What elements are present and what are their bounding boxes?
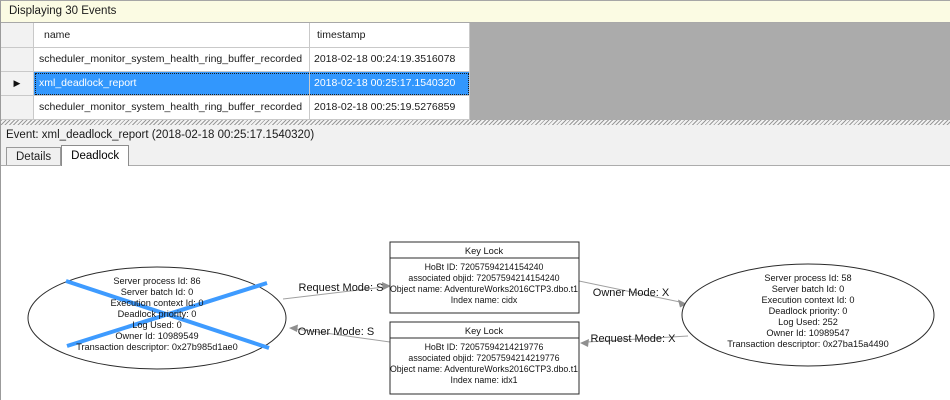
event-name-cell[interactable]: scheduler_monitor_system_health_ring_buf… bbox=[34, 48, 310, 72]
resource-line: Object name: AdventureWorks2016CTP3.dbo.… bbox=[390, 284, 578, 294]
edge-label: Owner Mode: S bbox=[298, 326, 374, 338]
table-row[interactable]: scheduler_monitor_system_health_ring_buf… bbox=[1, 48, 950, 72]
deadlock-graph-pane: Request Mode: S Owner Mode: S Owner Mode… bbox=[1, 166, 950, 400]
resource-line: Object name: AdventureWorks2016CTP3.dbo.… bbox=[390, 364, 578, 374]
deadlock-graph: Request Mode: S Owner Mode: S Owner Mode… bbox=[27, 241, 935, 395]
process-node[interactable]: Server process Id: 58 Server batch Id: 0… bbox=[681, 263, 935, 367]
edge-request-mode-s: Request Mode: S bbox=[282, 282, 391, 300]
events-count-bar: Displaying 30 Events bbox=[1, 1, 950, 23]
tab-deadlock[interactable]: Deadlock bbox=[61, 145, 130, 166]
process-line: Transaction descriptor: 0x27b985d1ae0 bbox=[76, 342, 238, 352]
events-grid: name timestamp scheduler_monitor_system_… bbox=[1, 23, 950, 120]
event-name-cell[interactable]: xml_deadlock_report bbox=[34, 72, 310, 96]
current-row-marker-icon: ▶ bbox=[13, 78, 21, 88]
edge-owner-mode-s: Owner Mode: S bbox=[289, 324, 391, 343]
detail-tabstrip: Details Deadlock bbox=[1, 145, 950, 166]
edge-label: Request Mode: X bbox=[591, 333, 677, 345]
row-selector-cell[interactable] bbox=[1, 48, 34, 72]
process-line: Transaction descriptor: 0x27ba15a4490 bbox=[727, 339, 889, 349]
event-name-cell[interactable]: scheduler_monitor_system_health_ring_buf… bbox=[34, 96, 310, 120]
edge-request-mode-x: Request Mode: X bbox=[580, 333, 689, 347]
horizontal-splitter[interactable] bbox=[1, 120, 950, 125]
edge-label: Owner Mode: X bbox=[593, 287, 670, 299]
events-count-text: Displaying 30 Events bbox=[9, 5, 117, 17]
table-row[interactable]: scheduler_monitor_system_health_ring_buf… bbox=[1, 96, 950, 120]
edge-label: Request Mode: S bbox=[299, 282, 384, 294]
column-header-name[interactable]: name bbox=[34, 23, 310, 48]
process-line: Execution context Id: 0 bbox=[111, 298, 204, 308]
resource-line: HoBt ID: 72057594214154240 bbox=[425, 262, 544, 272]
resource-line: Index name: idx1 bbox=[451, 375, 518, 385]
process-line: Owner Id: 10989547 bbox=[766, 328, 849, 338]
event-timestamp-cell[interactable]: 2018-02-18 00:24:19.3516078 bbox=[310, 48, 470, 72]
process-line: Deadlock priority: 0 bbox=[769, 306, 848, 316]
selected-event-bar: Event: xml_deadlock_report (2018-02-18 0… bbox=[1, 125, 950, 145]
process-line: Owner Id: 10989549 bbox=[115, 331, 198, 341]
row-selector-cell[interactable]: ▶ bbox=[1, 72, 34, 96]
selected-event-text: Event: xml_deadlock_report (2018-02-18 0… bbox=[6, 129, 315, 141]
resource-line: Index name: cidx bbox=[451, 295, 518, 305]
resource-title: Key Lock bbox=[465, 246, 504, 256]
process-line: Execution context Id: 0 bbox=[762, 295, 855, 305]
process-line: Log Used: 0 bbox=[132, 320, 182, 330]
victim-cross-icon bbox=[66, 281, 268, 348]
process-line: Server batch Id: 0 bbox=[121, 287, 194, 297]
process-line: Server process Id: 58 bbox=[764, 273, 851, 283]
process-line: Server batch Id: 0 bbox=[772, 284, 845, 294]
row-selector-cell[interactable] bbox=[1, 96, 34, 120]
process-line: Server process Id: 86 bbox=[113, 276, 200, 286]
resource-node-key-lock-top[interactable]: Key Lock HoBt ID: 72057594214154240 asso… bbox=[389, 241, 580, 314]
edge-owner-mode-x: Owner Mode: X bbox=[578, 280, 687, 308]
grid-header-row: name timestamp bbox=[1, 23, 950, 48]
event-timestamp-cell[interactable]: 2018-02-18 00:25:19.5276859 bbox=[310, 96, 470, 120]
resource-node-key-lock-bottom[interactable]: Key Lock HoBt ID: 72057594214219776 asso… bbox=[389, 321, 580, 395]
process-node-victim[interactable]: Server process Id: 86 Server batch Id: 0… bbox=[27, 266, 287, 370]
resource-line: associated objid: 72057594214154240 bbox=[408, 273, 559, 283]
resource-line: associated objid: 72057594214219776 bbox=[408, 353, 559, 363]
process-line: Deadlock priority: 0 bbox=[118, 309, 197, 319]
column-header-timestamp[interactable]: timestamp bbox=[310, 23, 470, 48]
grid-corner-cell bbox=[1, 23, 34, 48]
resource-line: HoBt ID: 72057594214219776 bbox=[425, 342, 544, 352]
resource-title: Key Lock bbox=[465, 326, 504, 336]
tab-details[interactable]: Details bbox=[6, 147, 62, 165]
event-timestamp-cell[interactable]: 2018-02-18 00:25:17.1540320 bbox=[310, 72, 470, 96]
table-row-selected[interactable]: ▶ xml_deadlock_report 2018-02-18 00:25:1… bbox=[1, 72, 950, 96]
process-line: Log Used: 252 bbox=[778, 317, 838, 327]
